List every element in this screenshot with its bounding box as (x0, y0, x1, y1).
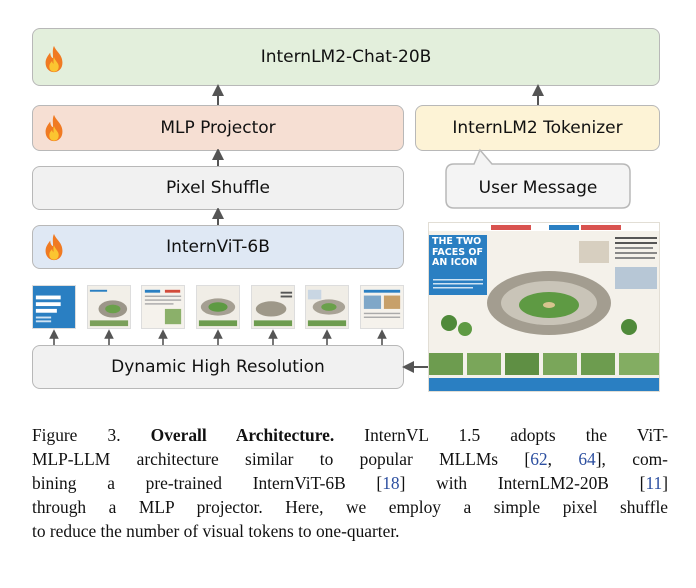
tile-thumbnail (87, 285, 131, 329)
llm-label: InternLM2-Chat-20B (260, 47, 432, 67)
arrow-image-to-dhr (402, 361, 428, 373)
dynamic-high-resolution-box: Dynamic High Resolution (32, 345, 404, 389)
caption-text: ] (662, 473, 668, 493)
pixel-shuffle-box: Pixel Shuffle (32, 166, 404, 210)
internvit-box: InternViT-6B (32, 225, 404, 269)
arrow-vit-to-shuffle (212, 208, 224, 227)
poster-headline-line: FACES OF (432, 246, 483, 258)
citation-link[interactable]: 62 (530, 449, 548, 469)
user-message-label: User Message (478, 178, 598, 198)
dhr-label: Dynamic High Resolution (111, 357, 325, 377)
tile-thumbnail (32, 285, 76, 329)
input-image: THE TWO FACES OF AN ICON (428, 222, 660, 392)
caption-line: bining a pre-trained InternViT-6B [18] w… (32, 471, 668, 495)
poster-headline-line: THE TWO (432, 236, 482, 247)
flame-icon (39, 113, 69, 143)
citation-link[interactable]: 18 (382, 473, 400, 493)
figure-label: Figure 3. (32, 425, 121, 445)
tile-thumbnail (141, 285, 185, 329)
arrow-tokenizer-to-llm (532, 84, 544, 106)
flame-icon (39, 232, 69, 262)
caption-text: , (547, 449, 579, 469)
tile-thumbnail (305, 285, 349, 329)
tile-thumbnail (196, 285, 240, 329)
citation-link[interactable]: 11 (645, 473, 663, 493)
citation-link[interactable]: 64 (578, 449, 596, 469)
caption-line: MLP-LLM architecture similar to popular … (32, 447, 668, 471)
llm-box: InternLM2-Chat-20B (32, 28, 660, 86)
caption-line: to reduce the number of visual tokens to… (32, 521, 400, 541)
figure-caption: Figure 3. Overall Architecture. InternVL… (32, 423, 668, 543)
caption-text: MLP-LLM architecture similar to popular … (32, 449, 531, 469)
mlp-projector-box: MLP Projector (32, 105, 404, 151)
caption-text: bining a pre-trained InternViT-6B [ (32, 473, 383, 493)
caption-line: through a MLP projector. Here, we employ… (32, 497, 668, 517)
flame-icon (39, 44, 69, 74)
pixel-shuffle-label: Pixel Shuffle (166, 178, 270, 198)
caption-text: ], com- (595, 449, 668, 469)
caption-line: Figure 3. Overall Architecture. InternVL… (32, 423, 668, 447)
caption-text: ] with InternLM2-20B [ (399, 473, 646, 493)
arrows-dhr-to-tiles (49, 329, 387, 345)
caption-text: InternVL 1.5 adopts the ViT- (364, 425, 668, 445)
mlp-projector-label: MLP Projector (160, 118, 276, 138)
poster-headline: THE TWO FACES OF AN ICON (432, 236, 486, 269)
arrow-mlp-to-llm (212, 84, 224, 106)
arrow-shuffle-to-mlp (212, 149, 224, 168)
tokenizer-label: InternLM2 Tokenizer (452, 118, 623, 138)
user-message-bubble (445, 148, 631, 209)
tokenizer-box: InternLM2 Tokenizer (415, 105, 660, 151)
caption-title: Overall Architecture. (150, 425, 335, 445)
tile-thumbnail (251, 285, 295, 329)
tile-thumbnail (360, 285, 404, 329)
internvit-label: InternViT-6B (166, 237, 270, 257)
poster-headline-line: AN ICON (432, 257, 478, 268)
